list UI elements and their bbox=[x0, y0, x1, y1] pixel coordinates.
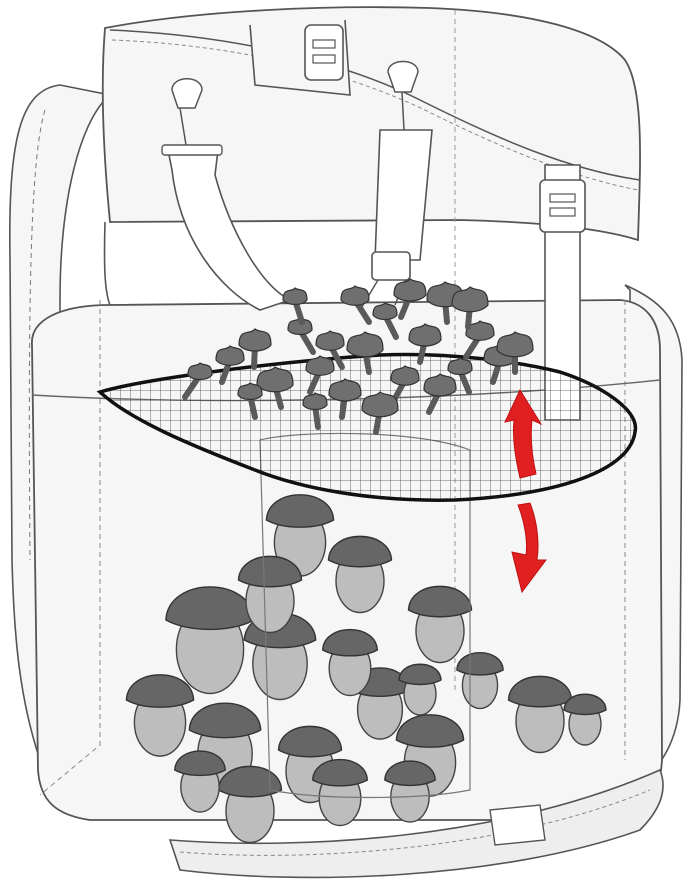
porcini-mushroom bbox=[327, 535, 393, 614]
chanterelle-mushroom bbox=[315, 330, 345, 370]
chanterelle-mushroom bbox=[463, 320, 495, 360]
left-pocket-seam bbox=[28, 109, 46, 561]
chanterelle-mushroom bbox=[423, 373, 457, 415]
chanterelle-mushroom bbox=[496, 331, 534, 375]
chanterelle-mushroom bbox=[340, 285, 372, 325]
buckle-icon bbox=[304, 24, 344, 81]
porcini-mushroom bbox=[321, 628, 379, 697]
porcini-mushroom bbox=[125, 674, 195, 757]
chanterelle-mushroom bbox=[238, 328, 272, 370]
porcini-group bbox=[125, 494, 607, 844]
left-strap bbox=[167, 149, 293, 311]
mesh-divider bbox=[96, 352, 638, 502]
chanterelle-mushroom bbox=[182, 362, 213, 400]
chanterelle-mushroom bbox=[215, 345, 245, 385]
chanterelle-mushroom bbox=[361, 391, 399, 435]
base-seam bbox=[179, 789, 651, 856]
porcini-mushroom bbox=[407, 585, 473, 664]
porcini-mushroom bbox=[237, 555, 303, 634]
lid-seam bbox=[111, 39, 639, 191]
red-arrow-up-icon bbox=[504, 388, 543, 479]
chanterelle-mushroom bbox=[393, 278, 427, 320]
porcini-mushroom bbox=[398, 663, 442, 716]
chanterelle-mushroom bbox=[372, 302, 399, 340]
base-loop bbox=[489, 804, 546, 846]
right-strap bbox=[374, 129, 433, 261]
porcini-mushroom bbox=[563, 693, 607, 746]
d-ring-icon bbox=[171, 78, 203, 146]
porcini-mushroom bbox=[217, 765, 283, 844]
porcini-mushroom bbox=[456, 651, 504, 710]
body-seam-left bbox=[39, 300, 101, 796]
porcini-mushroom bbox=[174, 750, 226, 813]
strap-adjuster bbox=[371, 251, 411, 281]
backpack-base bbox=[168, 768, 664, 879]
chanterelle-mushroom bbox=[302, 392, 328, 430]
chanterelle-mushroom bbox=[451, 286, 489, 330]
chanterelle-mushroom bbox=[408, 323, 442, 365]
chanterelle-group bbox=[182, 278, 534, 435]
chanterelle-mushroom bbox=[287, 317, 316, 355]
backpack-top-lid bbox=[101, 6, 641, 242]
chanterelle-mushroom bbox=[346, 331, 384, 375]
porcini-mushroom bbox=[311, 758, 369, 827]
chanterelle-mushroom bbox=[305, 355, 335, 395]
chanterelle-mushroom bbox=[256, 366, 294, 410]
d-ring-icon bbox=[387, 60, 419, 131]
porcini-mushroom bbox=[507, 675, 573, 754]
chanterelle-mushroom bbox=[447, 357, 473, 395]
chanterelle-mushroom bbox=[237, 382, 263, 420]
porcini-mushroom bbox=[165, 586, 255, 695]
upper-body-edge bbox=[103, 221, 111, 306]
chanterelle-mushroom bbox=[328, 378, 362, 420]
strap-slider bbox=[161, 144, 223, 156]
lid-rim bbox=[109, 29, 641, 181]
buckle-icon bbox=[539, 179, 586, 233]
red-arrow-down-icon bbox=[511, 502, 547, 594]
chanterelle-mushroom bbox=[282, 287, 308, 325]
